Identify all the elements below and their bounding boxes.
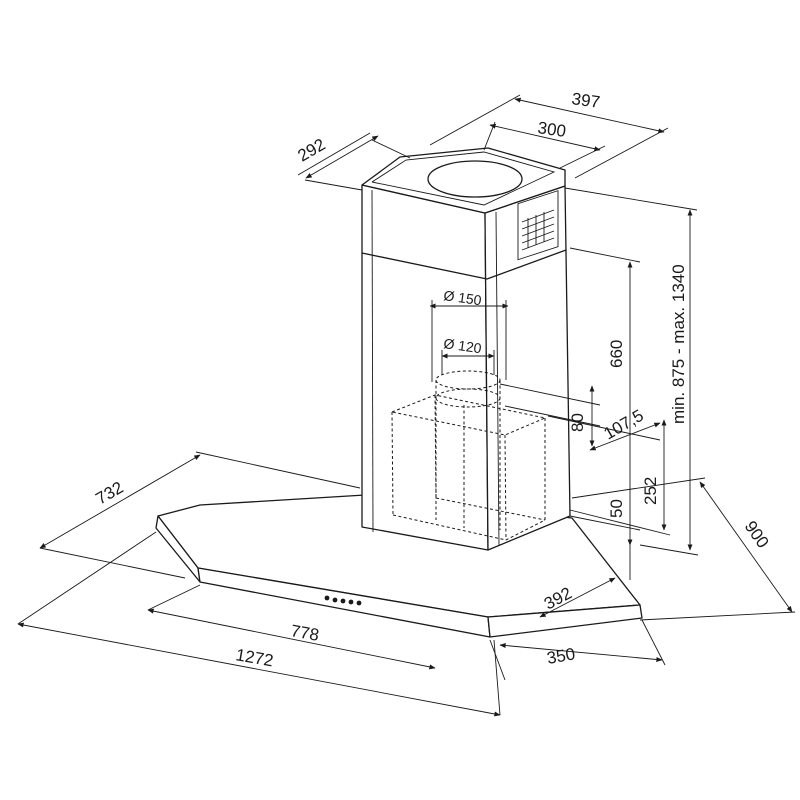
vent-grille bbox=[517, 190, 559, 261]
chimney-top-cap bbox=[361, 147, 566, 214]
dim-label-252: 252 bbox=[641, 477, 660, 505]
dim-label-50: 50 bbox=[607, 499, 626, 518]
dim-label-350: 350 bbox=[545, 644, 576, 668]
dimension-lines bbox=[17, 94, 796, 717]
chimney bbox=[361, 147, 571, 551]
dim-label-80: 80 bbox=[568, 413, 587, 432]
dim-label-1272: 1272 bbox=[234, 645, 275, 670]
dim-label-107-5: 107,5 bbox=[601, 406, 647, 444]
hidden-motor-box bbox=[391, 394, 547, 541]
dim-label-height-range: min. 875 - max. 1340 bbox=[669, 264, 688, 424]
top-outlet-opening bbox=[427, 160, 523, 198]
dim-label-660: 660 bbox=[607, 340, 626, 368]
dim-label-292: 292 bbox=[295, 135, 329, 166]
dim-label-778: 778 bbox=[289, 621, 320, 645]
dim-label-300: 300 bbox=[536, 118, 567, 141]
chimney-section-seam bbox=[361, 249, 567, 280]
hidden-duct-collar bbox=[435, 370, 501, 530]
dim-label-diameter-120: Ø 120 bbox=[443, 335, 483, 356]
dim-label-732: 732 bbox=[93, 478, 127, 509]
dim-label-397: 397 bbox=[570, 89, 601, 112]
dim-label-diameter-150: Ø 150 bbox=[443, 287, 483, 308]
control-panel-buttons bbox=[324, 595, 362, 606]
chimney-left-face bbox=[361, 184, 489, 551]
